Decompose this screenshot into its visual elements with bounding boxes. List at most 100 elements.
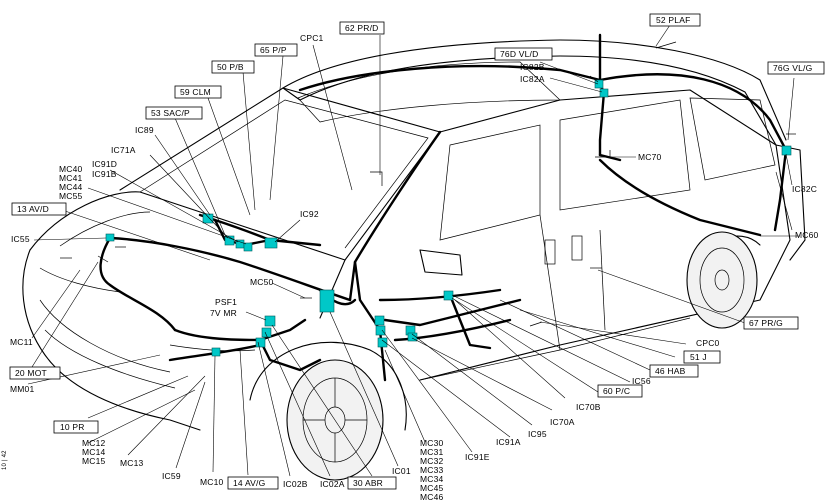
label-ic71a: IC71A bbox=[111, 145, 136, 155]
connector-ic55 bbox=[105, 233, 115, 242]
connector-ic56 bbox=[443, 290, 454, 301]
label-60-p-c: 60 P/C bbox=[597, 384, 643, 398]
label-46-hab: 46 HAB bbox=[649, 364, 699, 378]
connector-ic71a bbox=[224, 235, 235, 246]
svg-text:30 ABR: 30 ABR bbox=[353, 478, 383, 488]
connector-ic82a bbox=[599, 88, 609, 98]
label-mc45: MC45 bbox=[420, 483, 444, 493]
label-ic55: IC55 bbox=[11, 234, 30, 244]
label-67-pr-g: 67 PR/G bbox=[743, 316, 799, 330]
leader-lines bbox=[27, 21, 800, 477]
label-cpc1: CPC1 bbox=[300, 33, 324, 43]
label-ic82c: IC82C bbox=[792, 184, 817, 194]
label-51-j: 51 J bbox=[683, 350, 721, 364]
label-ic59: IC59 bbox=[162, 471, 181, 481]
svg-text:20 MOT: 20 MOT bbox=[15, 368, 47, 378]
label-ic70b: IC70B bbox=[576, 402, 601, 412]
connector-ic91d bbox=[235, 239, 245, 249]
label-10-pr: 10 PR bbox=[53, 420, 99, 434]
connector-psf1 bbox=[264, 315, 276, 327]
svg-text:65 P/P: 65 P/P bbox=[260, 45, 287, 55]
label-mc41: MC41 bbox=[59, 173, 83, 183]
label-mc40: MC40 bbox=[59, 164, 83, 174]
label-76d-vl-d: 76D VL/D bbox=[494, 47, 553, 61]
label-ic95: IC95 bbox=[528, 429, 547, 439]
svg-text:53 SAC/P: 53 SAC/P bbox=[151, 108, 190, 118]
label-mc11: MC11 bbox=[10, 337, 33, 347]
label-20-mot: 20 MOT bbox=[9, 366, 61, 380]
label-ic92: IC92 bbox=[300, 209, 319, 219]
svg-text:76G VL/G: 76G VL/G bbox=[773, 63, 812, 73]
label-mc46: MC46 bbox=[420, 492, 444, 502]
label-65-p-p: 65 P/P bbox=[254, 43, 298, 57]
label-ic56: IC56 bbox=[632, 376, 651, 386]
svg-text:62 PR/D: 62 PR/D bbox=[345, 23, 379, 33]
label-76g-vl-g: 76G VL/G bbox=[767, 61, 825, 75]
connector-ic92 bbox=[264, 237, 278, 249]
svg-text:52 PLAF: 52 PLAF bbox=[656, 15, 690, 25]
label-mc32: MC32 bbox=[420, 456, 444, 466]
connector-ic91e bbox=[374, 315, 385, 326]
label-ic91a: IC91A bbox=[496, 437, 521, 447]
label-59-clm: 59 CLM bbox=[174, 85, 222, 99]
label-ic02a: IC02A bbox=[320, 479, 345, 489]
svg-text:10 PR: 10 PR bbox=[60, 422, 85, 432]
connector-ic91b bbox=[243, 242, 253, 252]
label-mc34: MC34 bbox=[420, 474, 444, 484]
label-mc33: MC33 bbox=[420, 465, 444, 475]
connector-ic82b bbox=[594, 79, 604, 89]
label-52-plaf: 52 PLAF bbox=[649, 13, 701, 27]
svg-text:60 P/C: 60 P/C bbox=[603, 386, 630, 396]
connector-mc10 bbox=[211, 347, 221, 357]
label-ic91d: IC91D bbox=[92, 159, 117, 169]
connector-ic82c bbox=[781, 145, 792, 156]
label-ic01: IC01 bbox=[392, 466, 411, 476]
label-ic02b: IC02B bbox=[283, 479, 308, 489]
svg-text:46 HAB: 46 HAB bbox=[655, 366, 686, 376]
side-reference: 10 | 42 bbox=[2, 450, 8, 470]
label-mc31: MC31 bbox=[420, 447, 444, 457]
svg-text:14 AV/G: 14 AV/G bbox=[233, 478, 265, 488]
label-ic82a: IC82A bbox=[520, 74, 545, 84]
label-62-pr-d: 62 PR/D bbox=[339, 21, 385, 35]
svg-text:59 CLM: 59 CLM bbox=[180, 87, 211, 97]
label-mc60: MC60 bbox=[795, 230, 819, 240]
plain-labels: CPC1 IC82B IC82A IC89 IC71A IC91D IC91B … bbox=[2, 33, 819, 502]
label-mm01: MM01 bbox=[10, 384, 34, 394]
svg-text:76D VL/D: 76D VL/D bbox=[500, 49, 538, 59]
label-mc70: MC70 bbox=[638, 152, 662, 162]
svg-text:50 P/B: 50 P/B bbox=[217, 62, 244, 72]
label-cpc0: CPC0 bbox=[696, 338, 720, 348]
label-mc13: MC13 bbox=[120, 458, 144, 468]
connector-ic91a bbox=[375, 325, 386, 336]
boxed-labels: 62 PR/D 52 PLAF 65 P/P 50 P/B 59 CLM 53 … bbox=[9, 13, 825, 490]
label-30-abr: 30 ABR bbox=[347, 476, 397, 490]
connector-ic02b bbox=[261, 327, 272, 338]
connector-ic70b bbox=[407, 332, 418, 342]
svg-text:67 PR/G: 67 PR/G bbox=[749, 318, 783, 328]
label-13-av-d: 13 AV/D bbox=[11, 202, 67, 216]
connector-ic89 bbox=[202, 213, 214, 224]
label-ic91b: IC91B bbox=[92, 169, 117, 179]
label-mc44: MC44 bbox=[59, 182, 83, 192]
svg-text:13 AV/D: 13 AV/D bbox=[17, 204, 49, 214]
label-psf1: PSF1 bbox=[215, 297, 237, 307]
connector-ic95 bbox=[377, 337, 388, 348]
vehicle-outline bbox=[22, 39, 806, 481]
label-14-av-g: 14 AV/G bbox=[227, 476, 279, 490]
label-50-p-b: 50 P/B bbox=[211, 60, 255, 74]
label-ic91e: IC91E bbox=[465, 452, 490, 462]
label-ic82b: IC82B bbox=[520, 62, 545, 72]
ground-points bbox=[60, 41, 796, 327]
connectors bbox=[105, 79, 792, 357]
label-ic70a: IC70A bbox=[550, 417, 575, 427]
label-mc14: MC14 bbox=[82, 447, 106, 457]
label-53-sac-p: 53 SAC/P bbox=[145, 106, 203, 120]
label-mc15: MC15 bbox=[82, 456, 106, 466]
label-mc50: MC50 bbox=[250, 277, 274, 287]
label-mc12: MC12 bbox=[82, 438, 106, 448]
label-ic89: IC89 bbox=[135, 125, 154, 135]
label-mc10: MC10 bbox=[200, 477, 224, 487]
label-mc30: MC30 bbox=[420, 438, 444, 448]
